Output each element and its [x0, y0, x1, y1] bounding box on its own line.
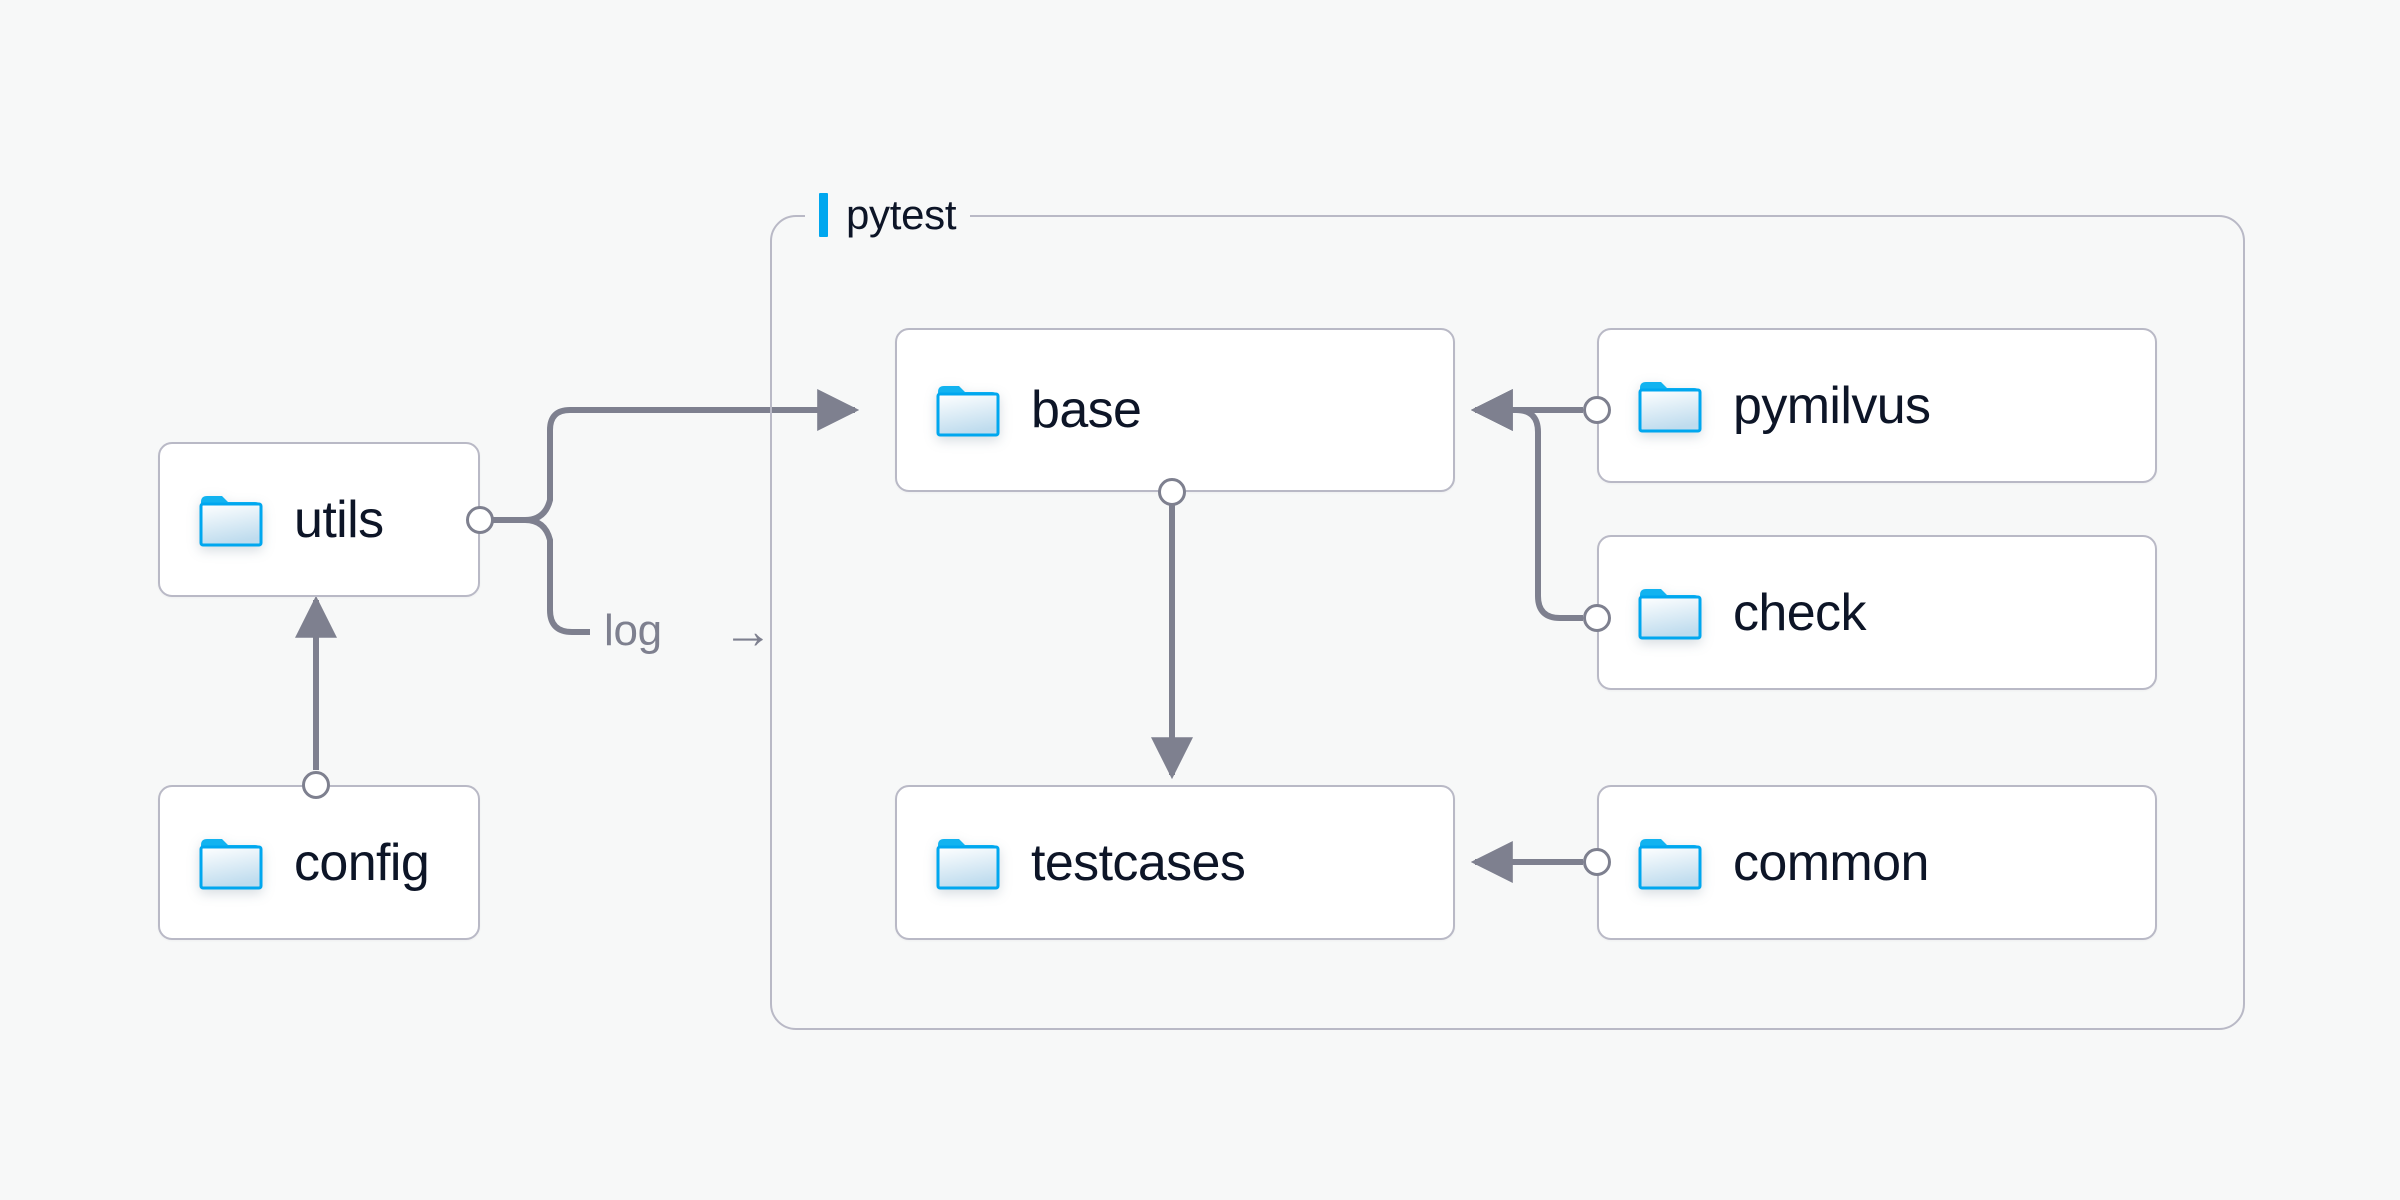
port-base-bottom[interactable]	[1158, 478, 1186, 506]
node-config[interactable]: config	[158, 785, 480, 940]
node-check[interactable]: check	[1597, 535, 2157, 690]
node-config-label: config	[294, 833, 430, 892]
node-base[interactable]: base	[895, 328, 1455, 492]
folder-icon	[198, 492, 264, 548]
folder-icon	[1637, 585, 1703, 641]
folder-icon	[935, 835, 1001, 891]
node-base-label: base	[1031, 381, 1142, 439]
node-check-label: check	[1733, 583, 1866, 642]
port-utils-right[interactable]	[466, 506, 494, 534]
group-pytest-title: pytest	[846, 191, 957, 238]
port-common-left[interactable]	[1583, 848, 1611, 876]
node-testcases-label: testcases	[1031, 833, 1246, 892]
accent-bar	[819, 193, 828, 237]
folder-icon	[1637, 378, 1703, 434]
edge-utils-to-log	[524, 517, 590, 635]
port-pymilvus-left[interactable]	[1583, 396, 1611, 424]
port-config-top[interactable]	[302, 771, 330, 799]
node-utils[interactable]: utils	[158, 442, 480, 597]
group-pytest-label: pytest	[805, 188, 971, 242]
folder-icon	[1637, 835, 1703, 891]
port-check-left[interactable]	[1583, 604, 1611, 632]
node-utils-label: utils	[294, 490, 384, 549]
node-common[interactable]: common	[1597, 785, 2157, 940]
node-common-label: common	[1733, 833, 1929, 892]
node-testcases[interactable]: testcases	[895, 785, 1455, 940]
node-pymilvus[interactable]: pymilvus	[1597, 328, 2157, 483]
group-pytest[interactable]	[770, 215, 2245, 1030]
folder-icon	[935, 382, 1001, 438]
edge-label-log: log	[604, 606, 662, 655]
folder-icon	[198, 835, 264, 891]
node-pymilvus-label: pymilvus	[1733, 376, 1931, 435]
edge-label-log-arrow-icon: →	[723, 603, 773, 659]
